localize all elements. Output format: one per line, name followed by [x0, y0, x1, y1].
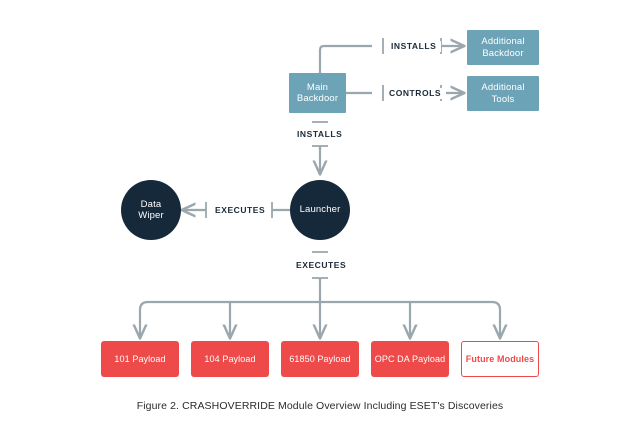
edge-installs-additional-backdoor-left [318, 44, 372, 77]
edge-label-controls-additional-tools: CONTROLS [384, 88, 447, 99]
node-payload-61850-label: 61850 Payload [289, 353, 351, 364]
node-data-wiper-label: Data Wiper [138, 199, 164, 221]
figure-caption: Figure 2. CRASHOVERRIDE Module Overview … [136, 400, 504, 412]
node-main-backdoor-line1: Main [306, 81, 329, 93]
node-payload-opc-da-label: OPC DA Payload [374, 353, 446, 364]
node-payload-101-label: 101 Payload [114, 353, 166, 364]
node-additional-backdoor-line1: Additional [481, 36, 525, 48]
node-main-backdoor-label: Main Backdoor [297, 82, 338, 104]
node-additional-tools-label: Additional Tools [481, 82, 524, 104]
edge-label-installs-launcher: INSTALLS [292, 129, 348, 140]
node-additional-backdoor-line2: Backdoor [482, 47, 524, 59]
node-payload-101[interactable]: 101 Payload [101, 341, 179, 377]
edge-label-installs-additional-backdoor: INSTALLS [386, 41, 442, 52]
node-payload-104-label: 104 Payload [204, 353, 256, 364]
node-data-wiper[interactable]: Data Wiper [121, 180, 181, 240]
node-additional-tools-line1: Additional [481, 82, 525, 94]
node-main-backdoor-line2: Backdoor [296, 93, 339, 104]
edge-label-executes-data-wiper: EXECUTES [210, 205, 271, 216]
node-future-modules-label: Future Modules [465, 353, 535, 364]
node-payload-61850[interactable]: 61850 Payload [281, 341, 359, 377]
node-future-modules[interactable]: Future Modules [461, 341, 539, 377]
edge-label-executes-payloads: EXECUTES [291, 260, 352, 271]
node-main-backdoor[interactable]: Main Backdoor [289, 73, 346, 113]
node-additional-backdoor-label: Additional Backdoor [481, 36, 524, 58]
node-additional-backdoor[interactable]: Additional Backdoor [467, 30, 539, 65]
node-launcher[interactable]: Launcher [290, 180, 350, 240]
node-data-wiper-line1: Data [140, 198, 162, 210]
node-payload-104[interactable]: 104 Payload [191, 341, 269, 377]
node-data-wiper-line2: Wiper [138, 210, 164, 221]
node-payload-opc-da[interactable]: OPC DA Payload [371, 341, 449, 377]
node-launcher-label: Launcher [299, 204, 341, 216]
node-additional-tools-line2: Tools [491, 93, 515, 105]
node-additional-tools[interactable]: Additional Tools [467, 76, 539, 111]
